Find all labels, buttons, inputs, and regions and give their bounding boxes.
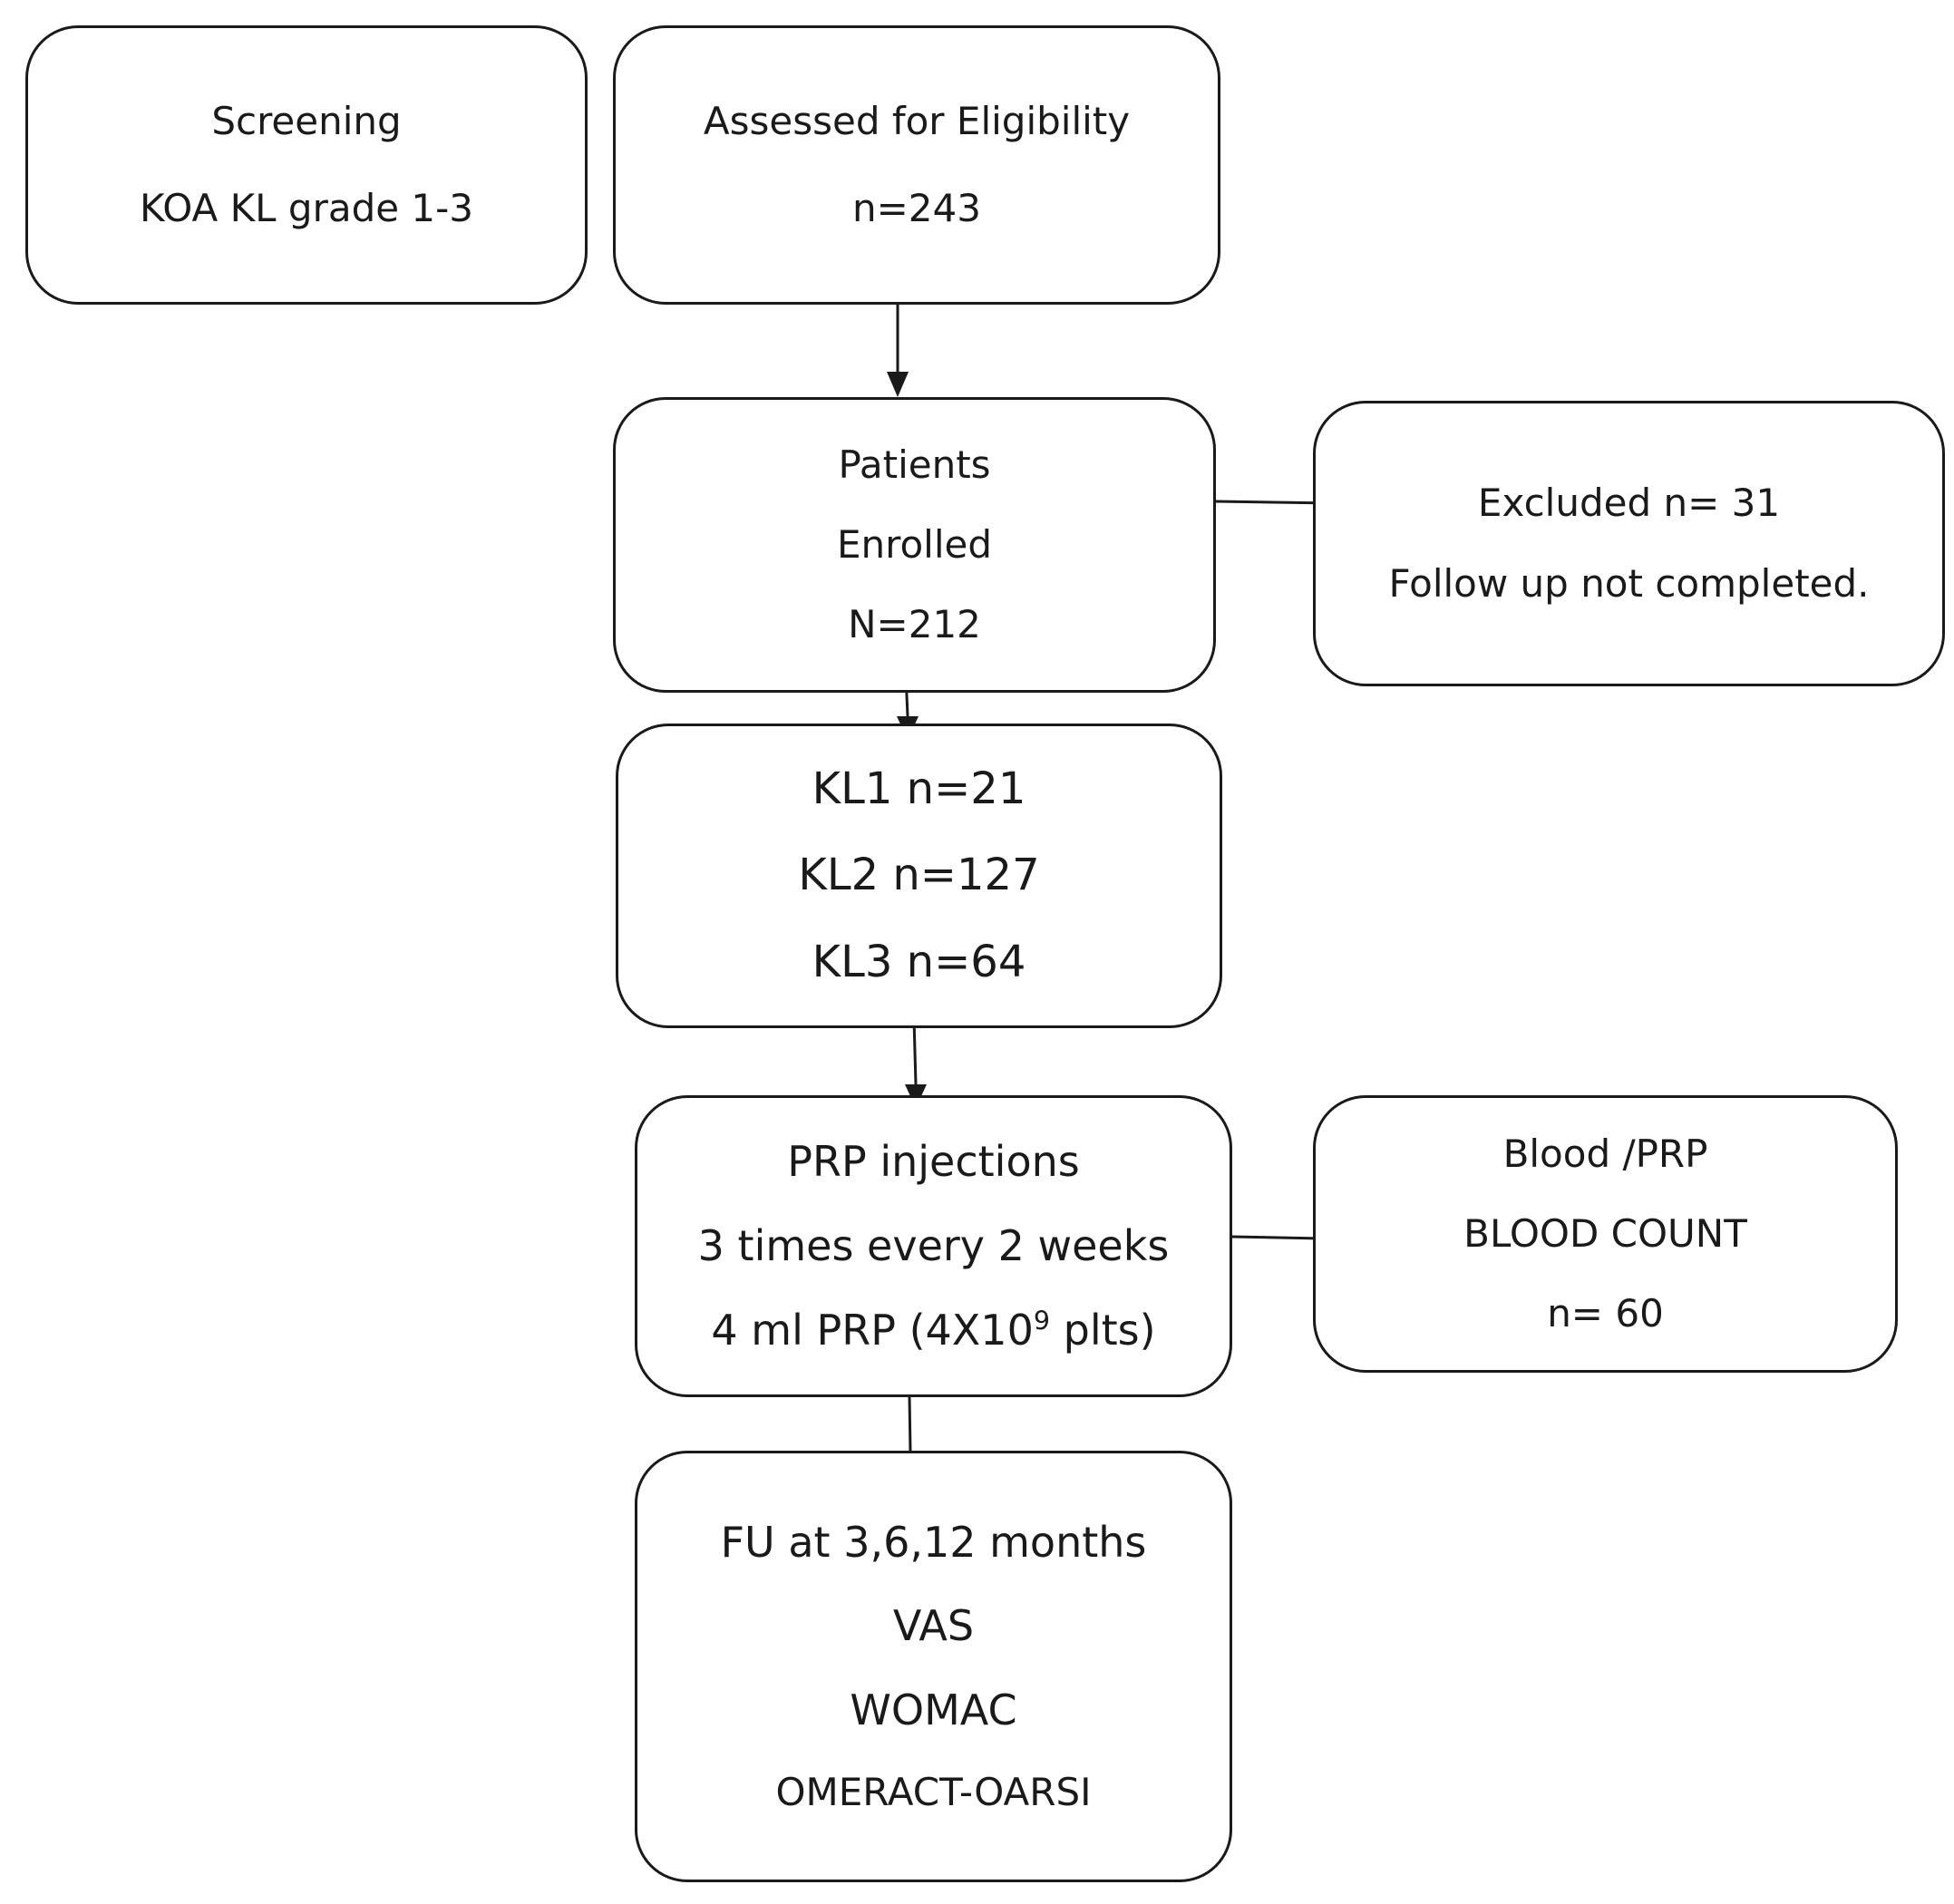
enrolled-line-enrolled: Enrolled — [836, 521, 993, 567]
followup-omeract: OMERACT-OARSI — [775, 1770, 1092, 1815]
kl2-count: KL2 n=127 — [798, 850, 1040, 901]
kl1-count: KL1 n=21 — [812, 763, 1026, 815]
enrolled-line-patients: Patients — [838, 442, 991, 487]
excluded-count: Excluded n= 31 — [1477, 481, 1781, 526]
eligibility-box: Assessed for Eligibility n=243 — [613, 25, 1220, 305]
prp-dose-exponent: 9 — [1033, 1306, 1050, 1336]
kl-grades-box: KL1 n=21 KL2 n=127 KL3 n=64 — [616, 724, 1222, 1028]
prp-injections-box: PRP injections 3 times every 2 weeks 4 m… — [635, 1095, 1232, 1397]
prp-dose-suffix: plts) — [1050, 1305, 1156, 1355]
followup-vas: VAS — [892, 1601, 975, 1651]
enrolled-count: N=212 — [848, 602, 981, 647]
screening-box: Screening KOA KL grade 1-3 — [25, 25, 588, 305]
blood-count-n: n= 60 — [1547, 1291, 1664, 1336]
excluded-reason: Follow up not completed. — [1388, 560, 1870, 606]
kl3-count: KL3 n=64 — [812, 936, 1026, 987]
blood-count-box: Blood /PRP BLOOD COUNT n= 60 — [1313, 1095, 1898, 1373]
excluded-box: Excluded n= 31 Follow up not completed. — [1313, 401, 1945, 686]
enrolled-box: Patients Enrolled N=212 — [613, 397, 1216, 693]
prp-schedule: 3 times every 2 weeks — [697, 1221, 1170, 1271]
prp-dose-prefix: 4 ml PRP (4X10 — [711, 1305, 1034, 1355]
followup-womac: WOMAC — [850, 1685, 1017, 1735]
eligibility-title: Assessed for Eligibility — [703, 98, 1131, 143]
prp-dose: 4 ml PRP (4X109 plts) — [711, 1305, 1156, 1355]
blood-count-title: Blood /PRP — [1502, 1131, 1708, 1176]
followup-schedule: FU at 3,6,12 months — [720, 1517, 1147, 1567]
screening-title: Screening — [211, 98, 402, 143]
blood-count-label: BLOOD COUNT — [1463, 1210, 1747, 1256]
arrow-eligibility-to-enrolled — [887, 305, 909, 397]
prp-title: PRP injections — [787, 1137, 1080, 1187]
followup-box: FU at 3,6,12 months VAS WOMAC OMERACT-OA… — [635, 1451, 1232, 1882]
screening-criteria: KOA KL grade 1-3 — [139, 186, 474, 230]
eligibility-count: n=243 — [852, 186, 981, 230]
